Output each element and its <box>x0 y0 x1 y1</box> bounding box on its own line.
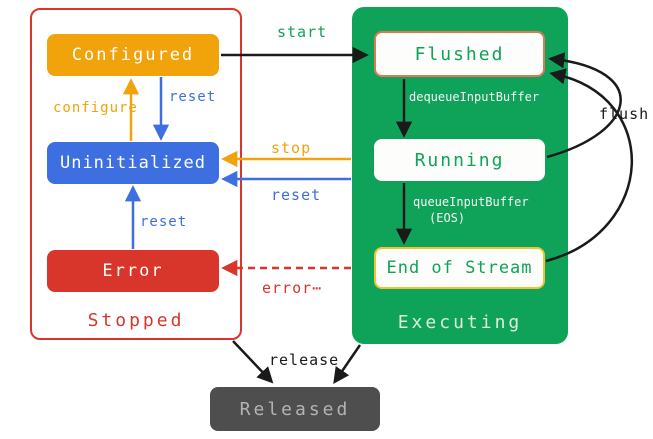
state-end-of-stream: End of Stream <box>374 247 545 289</box>
transition-label-release: release <box>269 351 340 369</box>
state-running: Running <box>374 139 545 181</box>
transition-label-start: start <box>277 23 328 41</box>
arrow-release-from-stopped <box>232 340 274 384</box>
state-error: Error <box>47 250 219 292</box>
transition-label-queue-input-buffer: queueInputBuffer <box>413 195 529 209</box>
arrow-release-from-executing <box>333 344 362 385</box>
group-stopped <box>30 8 242 340</box>
transition-label-error: error⋯ <box>262 279 323 297</box>
group-executing-label: Executing <box>397 312 523 333</box>
transition-label-flush: flush <box>599 105 650 123</box>
transition-label-reset-configured: reset <box>169 89 217 105</box>
state-flushed: Flushed <box>374 31 545 77</box>
transition-label-queue-input-buffer-eos: (EOS) <box>429 211 466 225</box>
transition-label-reset-error: reset <box>140 214 188 230</box>
transition-label-reset-executing: reset <box>271 186 322 204</box>
transition-label-configure: configure <box>53 100 138 116</box>
state-uninitialized: Uninitialized <box>47 142 219 184</box>
state-configured: Configured <box>47 34 219 76</box>
transition-label-dequeue-input-buffer: dequeueInputBuffer <box>409 90 540 104</box>
state-released: Released <box>210 387 380 431</box>
group-stopped-label: Stopped <box>87 310 185 331</box>
transition-label-stop: stop <box>271 139 312 157</box>
